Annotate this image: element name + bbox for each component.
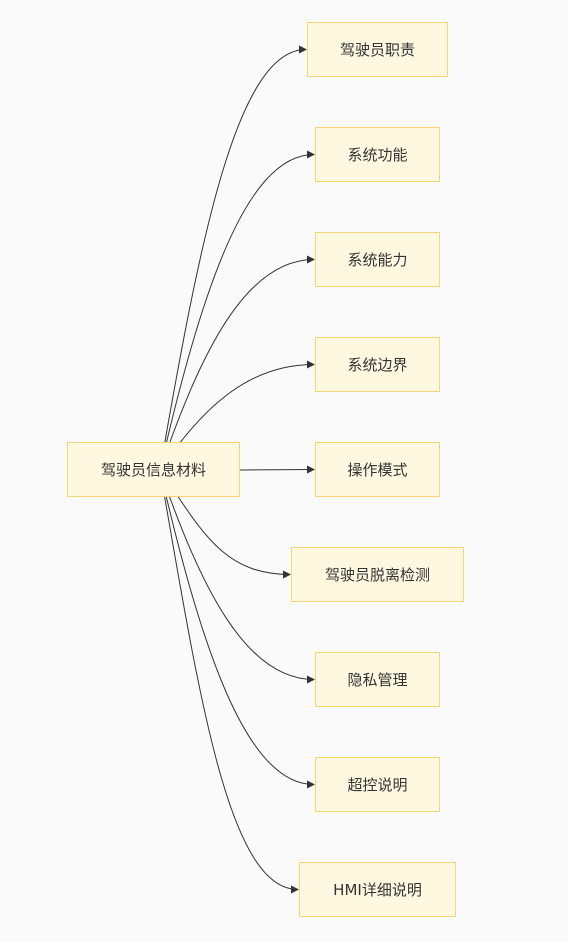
- edge-arrow: [159, 469, 299, 894]
- edge-arrow: [159, 255, 315, 471]
- child-node-label: 系统边界: [347, 356, 408, 374]
- child-node-system-functions[interactable]: 系统功能: [315, 127, 440, 182]
- child-node-hmi-details[interactable]: HMI详细说明: [299, 862, 456, 917]
- child-node-label: 驾驶员职责: [339, 41, 415, 59]
- root-node-label: 驾驶员信息材料: [100, 461, 206, 479]
- child-node-privacy-management[interactable]: 隐私管理: [315, 652, 440, 707]
- child-node-override-description[interactable]: 超控说明: [315, 757, 440, 812]
- edge-arrow: [159, 150, 315, 471]
- child-node-operation-modes[interactable]: 操作模式: [315, 442, 440, 497]
- child-node-driver-duties[interactable]: 驾驶员职责: [307, 22, 448, 77]
- child-node-label: 系统能力: [347, 251, 408, 269]
- edge-arrow: [159, 45, 307, 471]
- edge-arrow: [159, 469, 315, 789]
- child-node-system-capability[interactable]: 系统能力: [315, 232, 440, 287]
- child-node-system-boundary[interactable]: 系统边界: [315, 337, 440, 392]
- child-node-label: 操作模式: [347, 461, 408, 479]
- child-node-driver-disengagement-detection[interactable]: 驾驶员脱离检测: [291, 547, 464, 602]
- child-node-label: HMI详细说明: [333, 881, 422, 899]
- child-node-label: 隐私管理: [347, 671, 408, 689]
- root-node[interactable]: 驾驶员信息材料: [67, 442, 240, 497]
- child-node-label: 系统功能: [347, 146, 408, 164]
- child-node-label: 超控说明: [347, 776, 408, 794]
- edge-arrow: [239, 465, 315, 474]
- edge-arrow: [159, 469, 315, 684]
- child-node-label: 驾驶员脱离检测: [324, 566, 430, 584]
